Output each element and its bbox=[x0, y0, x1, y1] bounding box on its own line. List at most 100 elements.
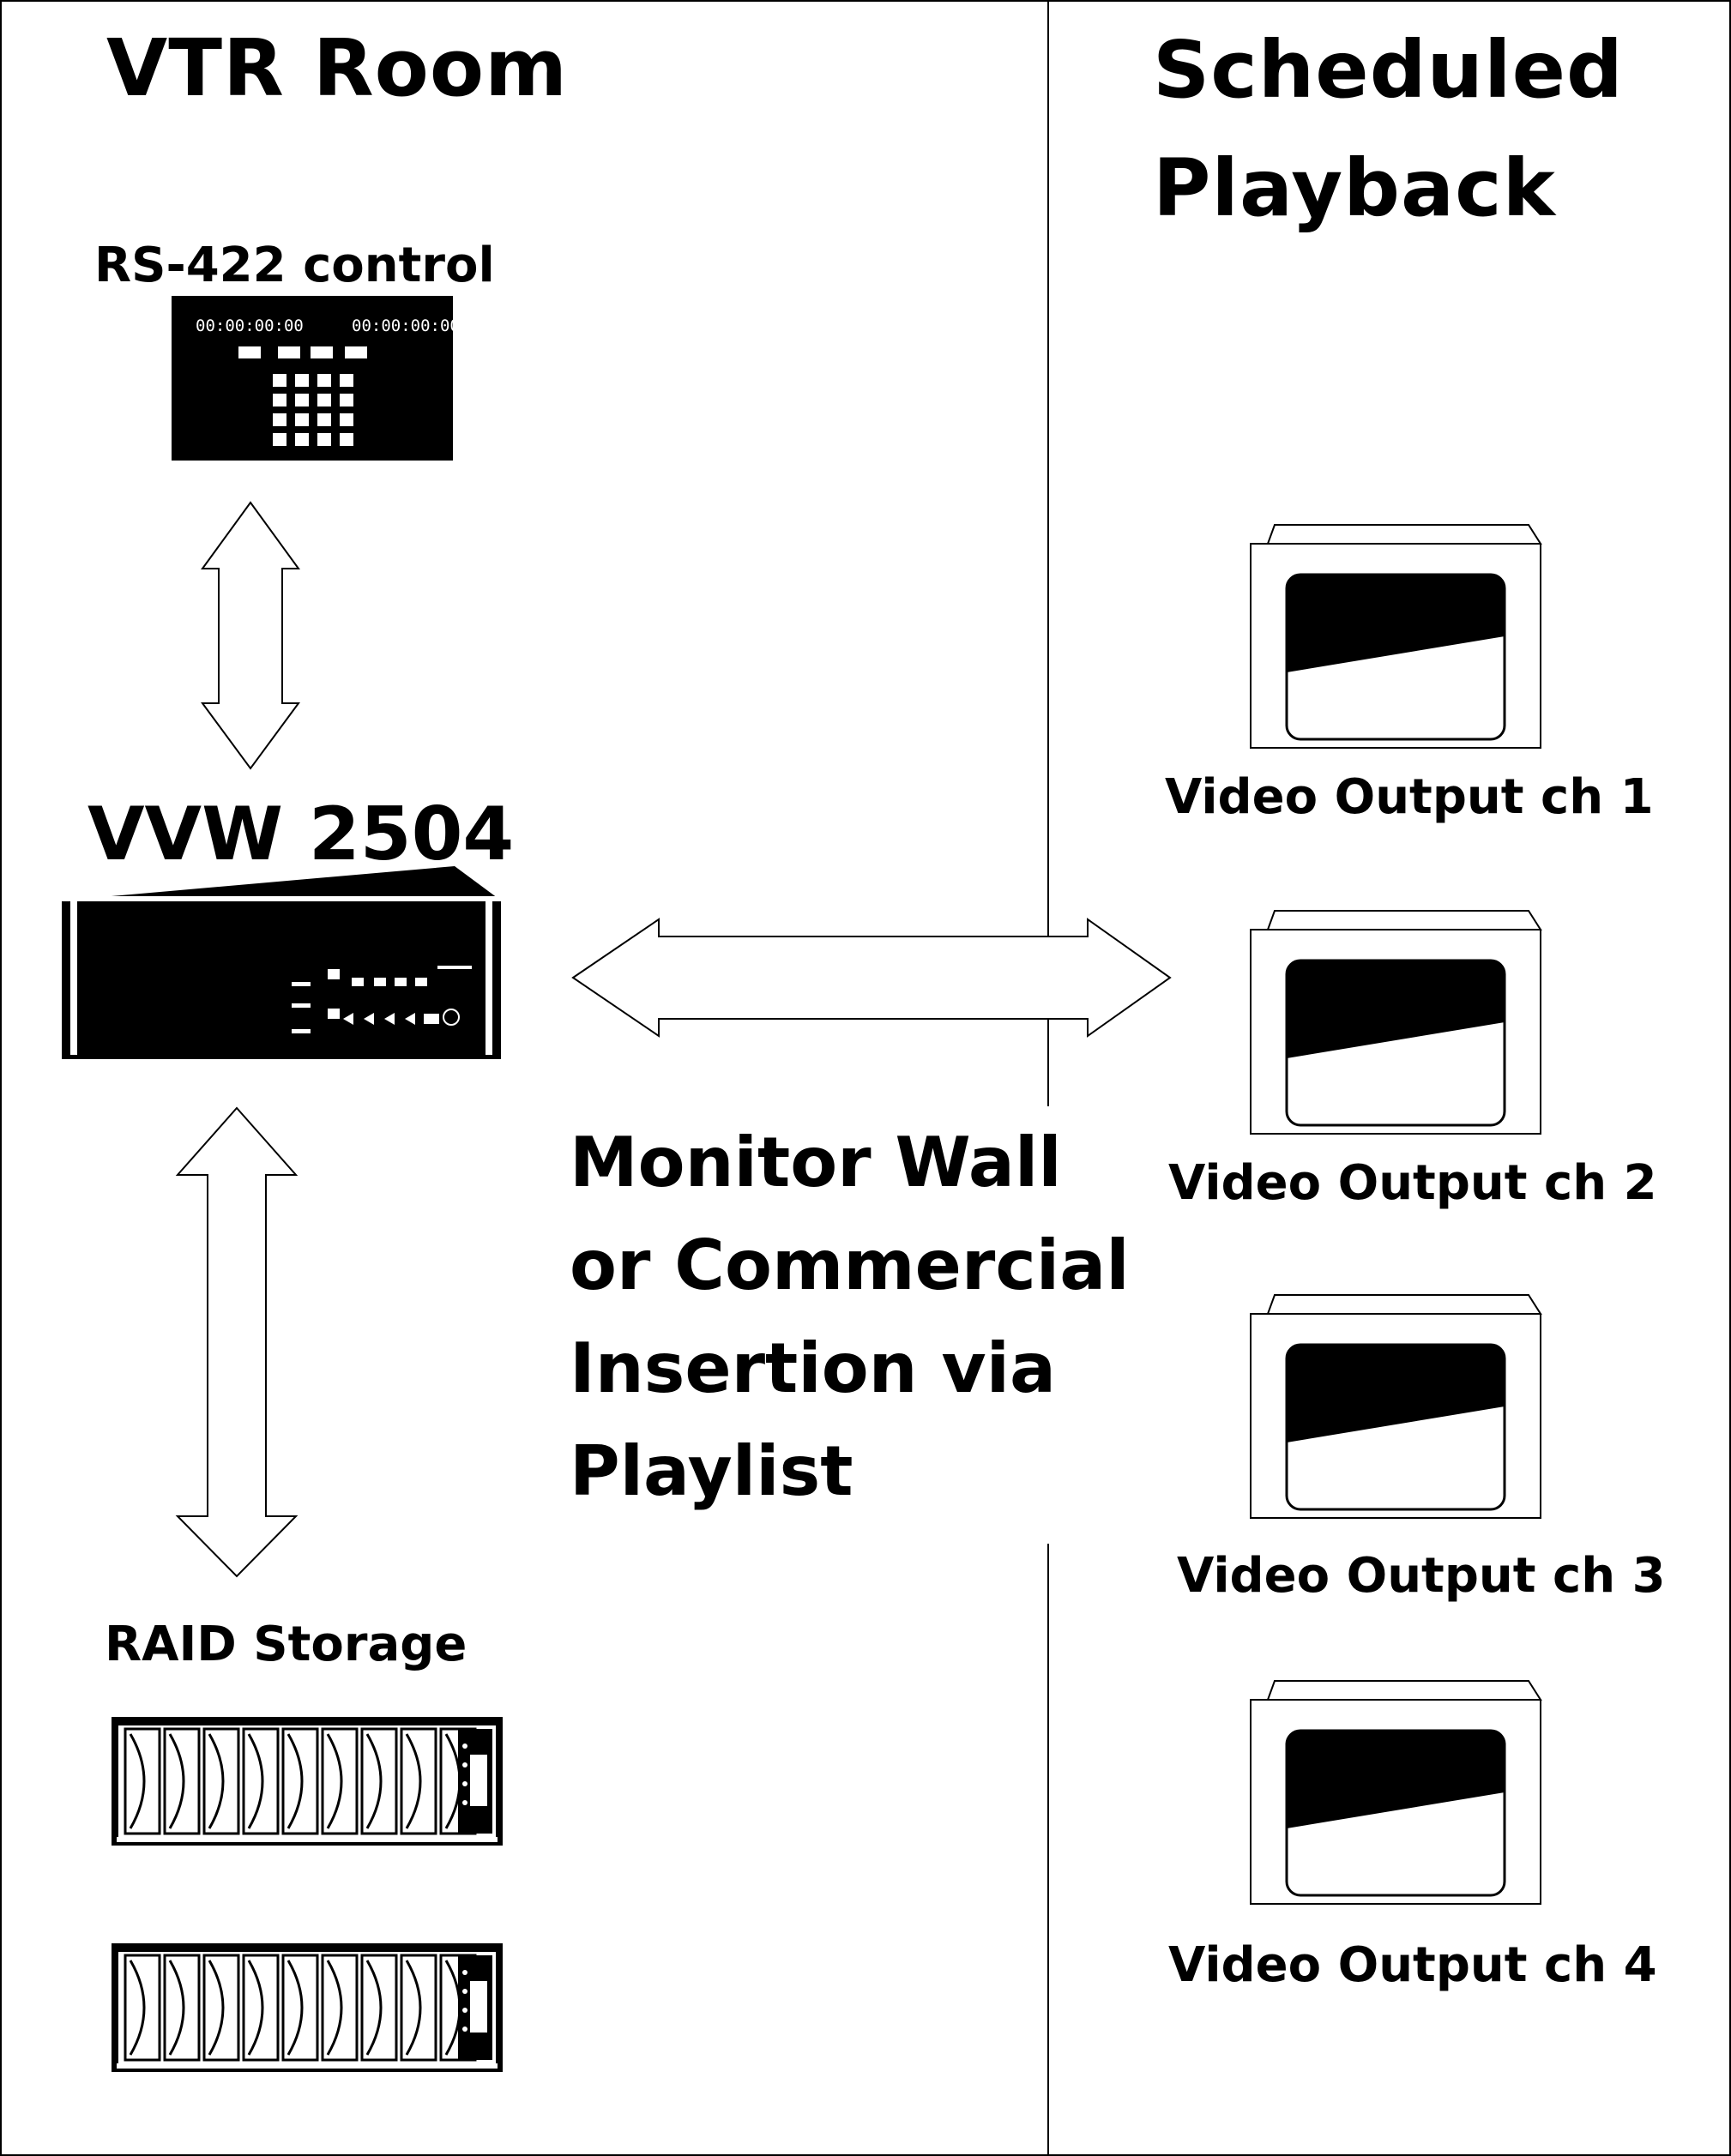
vtr-panel-key bbox=[415, 978, 427, 986]
rs422-keypad-key bbox=[273, 394, 286, 407]
vtr-transport-arrow bbox=[343, 1013, 353, 1025]
raid-drive-handle bbox=[365, 1733, 383, 1829]
rs422-keypad-key bbox=[273, 433, 286, 446]
vtr-transport-arrow bbox=[405, 1013, 415, 1025]
rs422-label: RS-422 control bbox=[94, 238, 495, 293]
raid-drive-handle bbox=[326, 1960, 343, 2056]
monitor-ch1-icon bbox=[1250, 524, 1542, 749]
rs422-keypad-key bbox=[295, 374, 309, 387]
raid-led bbox=[462, 1800, 467, 1805]
rs422-keypad-key bbox=[273, 413, 286, 426]
vtr-panel-key bbox=[292, 1003, 311, 1008]
raid-storage-unit-1 bbox=[112, 1717, 503, 1846]
raid-drive-handle bbox=[168, 1733, 185, 1829]
raid-drive-handle bbox=[168, 1960, 185, 2056]
rs422-transport-key bbox=[311, 346, 333, 358]
raid-base-rail bbox=[117, 1837, 498, 1842]
video-output-ch1-label: Video Output ch 1 bbox=[1165, 769, 1654, 825]
monitor-screen-image bbox=[1287, 1731, 1505, 1828]
rs422-transport-buttons bbox=[238, 346, 367, 358]
monitor-ch4-icon bbox=[1250, 1680, 1542, 1905]
rs422-keypad-key bbox=[273, 374, 286, 387]
monitor-screen-image bbox=[1287, 1345, 1505, 1442]
raid-led bbox=[462, 1970, 467, 1975]
rs422-keypad-key bbox=[295, 413, 309, 426]
raid-led bbox=[462, 1743, 467, 1749]
vtr-front-panel-controls bbox=[292, 966, 472, 1033]
raid-drive-handle bbox=[208, 1733, 225, 1829]
raid-display bbox=[470, 1981, 487, 2033]
vtr-panel-key bbox=[374, 978, 386, 986]
raid-drive-handle bbox=[208, 1960, 225, 2056]
raid-drive-bay bbox=[202, 1954, 240, 2062]
vtr-panel-key bbox=[352, 978, 364, 986]
vvw2504-label: VVW 2504 bbox=[87, 792, 515, 877]
vtr-panel-key bbox=[437, 966, 472, 969]
monitor-wall-line2: or Commercial bbox=[570, 1226, 1130, 1305]
vtr-panel-key bbox=[328, 1009, 340, 1019]
vtr-panel-key bbox=[424, 1014, 439, 1024]
raid-storage-unit-2 bbox=[112, 1943, 503, 2072]
monitor-ch3-icon bbox=[1250, 1294, 1542, 1519]
raid-drive-bay bbox=[242, 1954, 280, 2062]
video-output-ch3-label: Video Output ch 3 bbox=[1177, 1548, 1666, 1604]
raid-drive-bay bbox=[400, 1727, 437, 1835]
monitor-ch2-icon bbox=[1250, 910, 1542, 1135]
rs422-transport-key bbox=[238, 346, 261, 358]
raid-drive-handle bbox=[286, 1960, 304, 2056]
rs422-keypad-key bbox=[295, 394, 309, 407]
raid-drive-handle bbox=[129, 1960, 146, 2056]
scheduled-title-line2: Playback bbox=[1153, 142, 1556, 234]
rs422-keypad-key bbox=[340, 374, 353, 387]
vtr-jog-dial bbox=[443, 1009, 460, 1026]
vvw2504-device bbox=[62, 866, 501, 1059]
vtr-panel-key bbox=[292, 982, 311, 986]
vtr-panel-key bbox=[292, 1029, 311, 1033]
rs422-keypad-key bbox=[340, 394, 353, 407]
rs422-keypad-key bbox=[340, 413, 353, 426]
monitor-top-bevel bbox=[1266, 910, 1542, 930]
raid-led bbox=[462, 1762, 467, 1768]
monitor-top-bevel bbox=[1266, 1294, 1542, 1315]
raid-led bbox=[462, 1989, 467, 1994]
raid-drive-handle bbox=[247, 1960, 264, 2056]
raid-led bbox=[462, 2027, 467, 2032]
raid-drive-bay bbox=[321, 1727, 359, 1835]
raid-drive-bay bbox=[163, 1727, 201, 1835]
raid-drive-bay bbox=[202, 1727, 240, 1835]
video-output-ch4-label: Video Output ch 4 bbox=[1168, 1937, 1657, 1993]
raid-base-rail bbox=[117, 2063, 498, 2069]
raid-drive-bay bbox=[400, 1954, 437, 2062]
raid-led bbox=[462, 2008, 467, 2013]
raid-drive-bay bbox=[321, 1954, 359, 2062]
raid-drive-bay bbox=[281, 1954, 319, 2062]
raid-drive-handle bbox=[129, 1733, 146, 1829]
raid-led bbox=[462, 1781, 467, 1786]
rs422-transport-key bbox=[345, 346, 367, 358]
monitor-top-bevel bbox=[1266, 524, 1542, 545]
arrow-vtr-playback bbox=[571, 918, 1172, 1038]
raid-storage-label: RAID Storage bbox=[105, 1617, 467, 1672]
vtr-transport-arrow bbox=[384, 1013, 395, 1025]
raid-drive-handle bbox=[326, 1733, 343, 1829]
monitor-wall-line1: Monitor Wall bbox=[570, 1123, 1062, 1202]
monitor-screen-image bbox=[1287, 961, 1505, 1058]
raid-drive-bay bbox=[163, 1954, 201, 2062]
raid-display bbox=[470, 1755, 487, 1806]
raid-drive-bay bbox=[242, 1727, 280, 1835]
vtr-panel-key bbox=[395, 978, 407, 986]
rs422-timecode-right: 00:00:00:00 bbox=[352, 316, 460, 335]
rs422-timecode-left: 00:00:00:00 bbox=[196, 316, 304, 335]
raid-drive-bay bbox=[124, 1954, 161, 2062]
monitor-screen-image bbox=[1287, 575, 1505, 672]
raid-drive-handle bbox=[405, 1960, 422, 2056]
rs422-control-panel: 00:00:00:00 00:00:00:00 bbox=[172, 296, 460, 461]
video-output-ch2-label: Video Output ch 2 bbox=[1168, 1155, 1657, 1211]
raid-drive-handle bbox=[365, 1960, 383, 2056]
monitor-top-bevel bbox=[1266, 1680, 1542, 1701]
arrow-vtr-raid bbox=[175, 1106, 299, 1578]
rs422-keypad-key bbox=[317, 394, 331, 407]
raid-drive-handle bbox=[247, 1733, 264, 1829]
rs422-keypad-key bbox=[295, 433, 309, 446]
rs422-keypad-key bbox=[317, 374, 331, 387]
